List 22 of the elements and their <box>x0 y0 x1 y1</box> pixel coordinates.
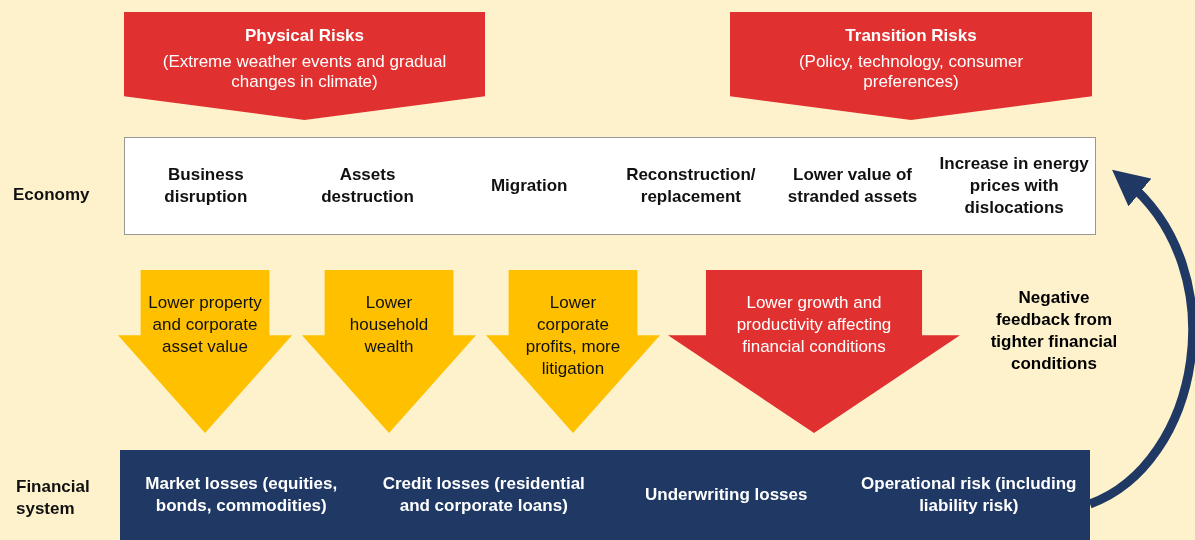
item-label: Market losses (equities, bonds, commodities) <box>120 473 363 517</box>
item-label: Increase in energy prices with dislocations <box>933 153 1096 219</box>
item-label: Assets destruction <box>286 164 449 208</box>
banner-subtitle: (Extreme weather events and gradual changes in climate) <box>161 52 448 92</box>
pointed-panel: Lower corporate profits, more litigation <box>486 270 660 433</box>
item-label: Reconstruction/ replacement <box>610 164 772 208</box>
row-heading: Financial system <box>16 476 91 520</box>
banner-title: Physical Risks <box>243 26 366 46</box>
item-label: Business disruption <box>125 164 287 208</box>
banner-subtitle: (Policy, technology, consumer preferences) <box>797 52 1025 92</box>
item-label: Credit losses (residential and corporate loans) <box>362 473 605 517</box>
pointed-panel: Lower property and corporate asset value <box>118 270 292 433</box>
item-label: Lower value of stranded assets <box>771 164 934 208</box>
banner-title: Transition Risks <box>844 26 978 46</box>
row-heading: Economy <box>13 184 91 206</box>
item-label: Operational risk (including liability risk) <box>847 473 1090 517</box>
item-label: Migration <box>448 175 610 197</box>
item-label: Underwriting losses <box>605 484 848 506</box>
pointed-panel: Lower growth and productivity affecting financial conditions <box>668 270 960 433</box>
pointed-panel: Lower household wealth <box>302 270 476 433</box>
risk-banner <box>124 12 485 120</box>
risk-banner <box>730 12 1092 120</box>
